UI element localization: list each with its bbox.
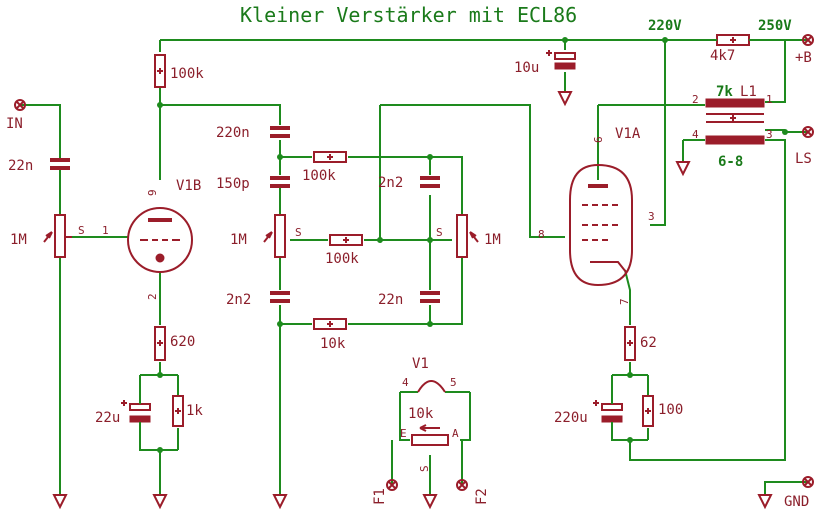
- pin-2-label: 2: [146, 293, 159, 300]
- heater-v1-label: V1: [412, 356, 429, 372]
- capacitor-22n-right: [420, 291, 440, 303]
- transformer-l1: [705, 98, 765, 145]
- pot-volume-label: 1M: [10, 232, 27, 248]
- transformer-pin-2: 2: [692, 93, 699, 106]
- b-plus-label: +B: [795, 50, 812, 66]
- capacitor-2n2-top: [420, 176, 440, 188]
- f1-label: F1: [372, 488, 388, 505]
- resistor-100-label: 100: [658, 402, 683, 418]
- transformer-pin-3: 3: [766, 128, 773, 141]
- capacitor-2n2-top-label: 2n2: [378, 175, 403, 191]
- connector-ls: [802, 126, 814, 138]
- resistor-10k-tone-bottom-label: 10k: [320, 336, 346, 352]
- connector-in: [14, 99, 26, 111]
- capacitor-220n: [270, 126, 290, 138]
- pot-tone-right-label: 1M: [484, 232, 501, 248]
- resistor-4k7: [715, 34, 760, 46]
- resistor-1k: [172, 395, 184, 427]
- capacitor-220u: [593, 395, 623, 432]
- f2-label: F2: [474, 488, 490, 505]
- resistor-100k-plate: [154, 54, 166, 88]
- pin-1-label: 1: [102, 224, 109, 237]
- gnd-label: GND: [784, 494, 809, 510]
- capacitor-150p-label: 150p: [216, 176, 250, 192]
- heater-pin-5: 5: [450, 376, 457, 389]
- connector-b-plus: [802, 34, 814, 46]
- capacitor-22n-right-label: 22n: [378, 292, 403, 308]
- pot-hum-pin-a: A: [452, 427, 459, 440]
- ls-label: LS: [795, 151, 812, 167]
- pin-9-label: 9: [146, 189, 159, 196]
- ground-symbols: [52, 91, 773, 510]
- heater-v1: [417, 380, 446, 393]
- resistor-100k-tone-top-label: 100k: [302, 168, 336, 184]
- pot-volume: [43, 214, 72, 258]
- resistor-100k-tone-mid-label: 100k: [325, 251, 359, 267]
- capacitor-22u-label: 22u: [95, 410, 120, 426]
- in-label: IN: [6, 116, 23, 132]
- rail-250-label: 250V: [758, 18, 792, 34]
- junctions: [157, 37, 788, 453]
- capacitor-22u: [121, 395, 151, 432]
- resistor-620: [154, 326, 166, 361]
- pot-tone-left-pin-s: S: [295, 226, 302, 239]
- transformer-name-label: L1: [740, 84, 757, 100]
- pot-hum-label: 10k: [408, 406, 434, 422]
- pin-8-label: 8: [538, 228, 545, 241]
- pot-volume-pin-s: S: [78, 224, 85, 237]
- resistor-100: [642, 395, 654, 427]
- transformer-pin-1: 1: [766, 93, 773, 106]
- tube-v1a-label: V1A: [615, 126, 641, 142]
- resistor-62: [624, 326, 636, 361]
- wires: [20, 39, 808, 495]
- tube-v1b: [127, 207, 193, 273]
- pot-tone-left-label: 1M: [230, 232, 247, 248]
- capacitor-10u-label: 10u: [514, 60, 539, 76]
- heater-pin-4: 4: [402, 376, 409, 389]
- diagram-title: Kleiner Verstärker mit ECL86: [240, 3, 577, 27]
- capacitor-2n2-bottom-label: 2n2: [226, 292, 251, 308]
- resistor-100k-plate-label: 100k: [170, 66, 204, 82]
- resistor-4k7-label: 4k7: [710, 48, 735, 64]
- capacitor-10u: [546, 50, 576, 70]
- capacitor-22n-input-label: 22n: [8, 158, 33, 174]
- capacitor-150p: [270, 176, 290, 195]
- connector-gnd: [802, 476, 814, 488]
- pin-7-label: 7: [618, 298, 631, 305]
- rail-220-label: 220V: [648, 18, 682, 34]
- resistor-620-label: 620: [170, 334, 195, 350]
- transformer-secondary-label: 6-8: [718, 154, 743, 170]
- pot-tone-right-pin-s: S: [436, 226, 443, 239]
- pot-tone-left: [263, 214, 286, 258]
- capacitor-220u-label: 220u: [554, 410, 588, 426]
- tube-v1a: [569, 163, 633, 287]
- pin-3-label: 3: [648, 210, 655, 223]
- pot-hum-pin-e: E: [400, 427, 407, 440]
- connector-f2: [456, 479, 468, 491]
- transformer-pin-4: 4: [692, 128, 699, 141]
- resistor-62-label: 62: [640, 335, 657, 351]
- transformer-primary-label: 7k: [716, 84, 733, 100]
- pot-hum-pin-s: S: [418, 465, 431, 472]
- resistor-10k-tone-bottom: [313, 318, 347, 330]
- pin-6-label: 6: [592, 136, 605, 143]
- resistor-100k-tone-top: [313, 151, 347, 163]
- pot-hum: [411, 424, 449, 446]
- connector-f1: [386, 479, 398, 491]
- capacitor-2n2-bottom: [270, 291, 290, 303]
- resistor-100k-tone-mid: [329, 234, 363, 246]
- pot-tone-right: [456, 214, 479, 258]
- resistor-1k-label: 1k: [186, 403, 203, 419]
- tube-v1b-label: V1B: [176, 178, 201, 194]
- capacitor-220n-label: 220n: [216, 125, 250, 141]
- capacitor-22n-input: [50, 150, 70, 178]
